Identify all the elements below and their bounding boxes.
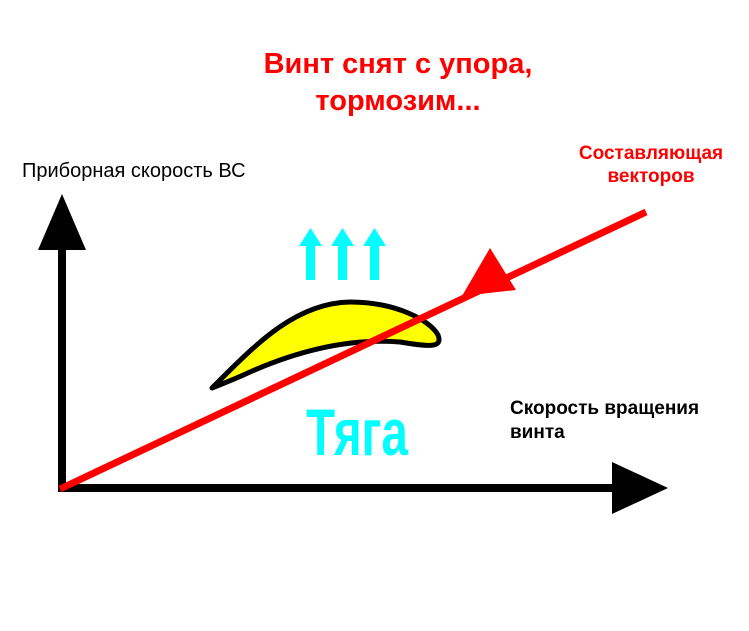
arrow-up-icon [331,228,354,280]
title-line-1: Винт снят с упора, [264,48,533,80]
vector-label-line-1: Составляющая [579,143,723,164]
x-axis-arrowhead-icon [612,462,668,514]
y-axis [38,194,86,492]
x-axis [58,462,668,514]
title-line-2: тормозим... [315,85,480,117]
vector-label-line-2: векторов [607,166,694,187]
x-axis-label-line-1: Скорость вращения [510,398,699,419]
y-axis-label: Приборная скорость ВС [22,160,246,182]
arrow-up-icon [363,228,386,280]
y-axis-arrowhead-icon [38,194,86,250]
vector-arrowhead-icon [462,248,516,296]
vector-line [58,208,648,493]
x-axis-label-line-2: винта [510,422,565,443]
thrust-label: Тяга [306,396,409,469]
airfoil-blade [209,299,442,391]
thrust-arrows [299,228,386,280]
arrow-up-icon [299,228,322,280]
